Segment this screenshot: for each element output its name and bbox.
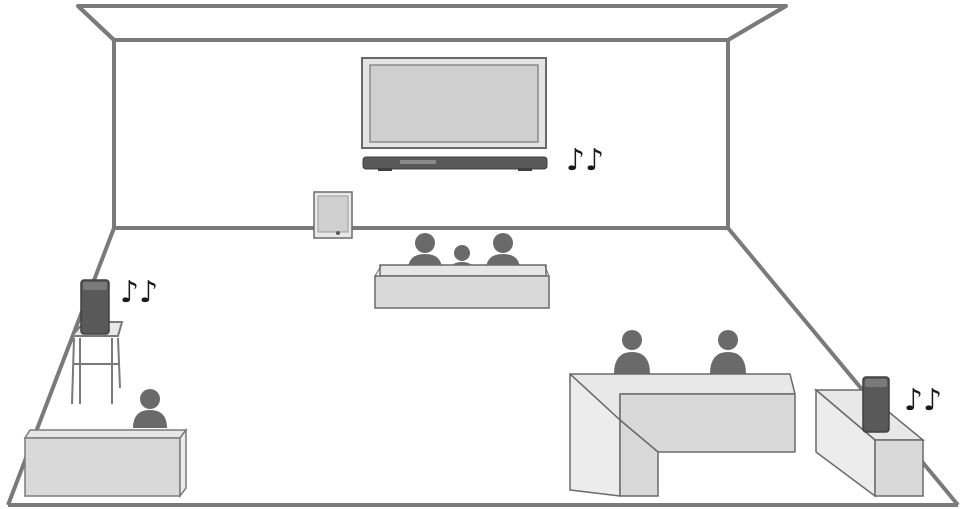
right-speaker-sound-icon: ♪♪	[904, 383, 942, 418]
tv	[362, 58, 546, 148]
back-sofa	[375, 265, 549, 308]
soundbar-sound-icon: ♪♪	[566, 143, 604, 178]
person-front-left	[133, 389, 167, 428]
person	[614, 330, 650, 374]
soundbar	[363, 157, 547, 171]
subwoofer	[314, 192, 352, 238]
person	[710, 330, 746, 374]
sectional-sofa	[570, 374, 795, 496]
right-rear-speaker	[863, 377, 889, 432]
ceiling	[78, 6, 786, 40]
left-speaker-sound-icon: ♪♪	[120, 275, 158, 310]
left-rear-speaker	[81, 280, 109, 334]
people-sectional	[614, 330, 746, 374]
front-left-sofa	[25, 430, 186, 496]
